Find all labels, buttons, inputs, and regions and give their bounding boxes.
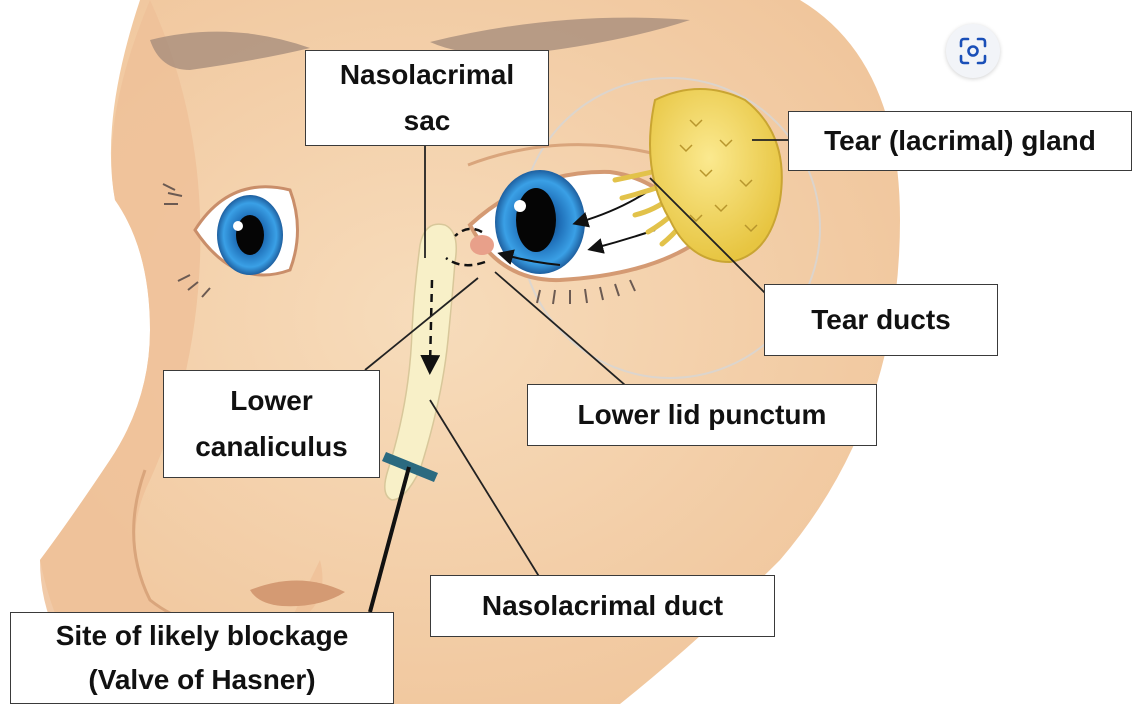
label-text-line: Nasolacrimal duct xyxy=(482,583,723,629)
label-text-line: canaliculus xyxy=(195,424,348,470)
label-text-line: sac xyxy=(404,98,451,144)
label-tear-gland: Tear (lacrimal) gland xyxy=(788,111,1132,171)
label-lower-lid-punctum: Lower lid punctum xyxy=(527,384,877,446)
label-blockage-site: Site of likely blockage (Valve of Hasner… xyxy=(10,612,394,704)
caruncle xyxy=(470,235,494,255)
label-text-line: Lower lid punctum xyxy=(578,392,827,438)
label-text-line: Lower xyxy=(230,378,312,424)
label-text-line: (Valve of Hasner) xyxy=(88,658,315,702)
left-pupil xyxy=(236,215,264,255)
visual-search-icon xyxy=(958,36,988,66)
label-text-line: Nasolacrimal xyxy=(340,52,514,98)
label-lower-canaliculus: Lower canaliculus xyxy=(163,370,380,478)
label-text-line: Tear ducts xyxy=(811,297,951,343)
right-pupil xyxy=(516,188,556,252)
right-eye-highlight xyxy=(514,200,526,212)
label-text-line: Site of likely blockage xyxy=(56,614,349,658)
label-tear-ducts: Tear ducts xyxy=(764,284,998,356)
visual-search-button[interactable] xyxy=(946,24,1000,78)
label-nasolacrimal-duct: Nasolacrimal duct xyxy=(430,575,775,637)
label-text-line: Tear (lacrimal) gland xyxy=(824,118,1096,164)
label-nasolacrimal-sac: Nasolacrimal sac xyxy=(305,50,549,146)
left-eye-highlight xyxy=(233,221,243,231)
